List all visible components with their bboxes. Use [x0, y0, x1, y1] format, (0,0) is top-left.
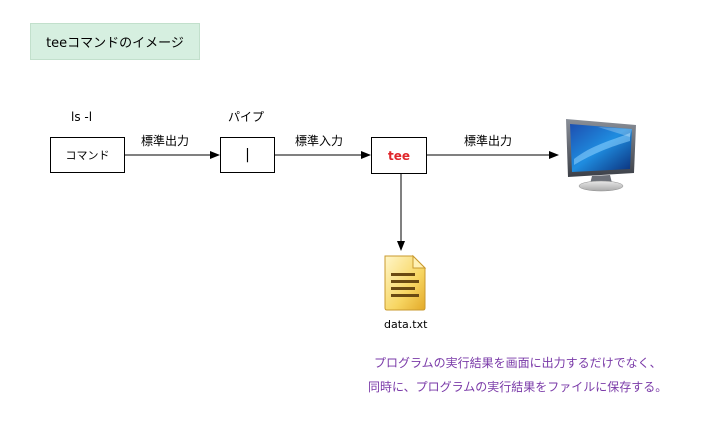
command-box: コマンド — [50, 137, 125, 173]
file-label: data.txt — [384, 318, 428, 331]
pipe-box: | — [220, 137, 275, 173]
monitor-icon — [566, 119, 636, 192]
pipe-top-label: パイプ — [228, 110, 265, 124]
caption-line-1: プログラムの実行結果を画面に出力するだけでなく、 — [374, 356, 662, 370]
document-file-icon — [384, 254, 427, 311]
caption-line-2: 同時に、プログラムの実行結果をファイルに保存する。 — [368, 380, 668, 394]
edge-label-stdout-2: 標準出力 — [464, 134, 513, 148]
tee-box: tee — [371, 137, 427, 174]
edge-label-stdin: 標準入力 — [295, 134, 344, 148]
edge-label-stdout-1: 標準出力 — [141, 134, 190, 148]
diagram-title: teeコマンドのイメージ — [30, 23, 200, 60]
command-top-label: ls -l — [71, 110, 93, 124]
